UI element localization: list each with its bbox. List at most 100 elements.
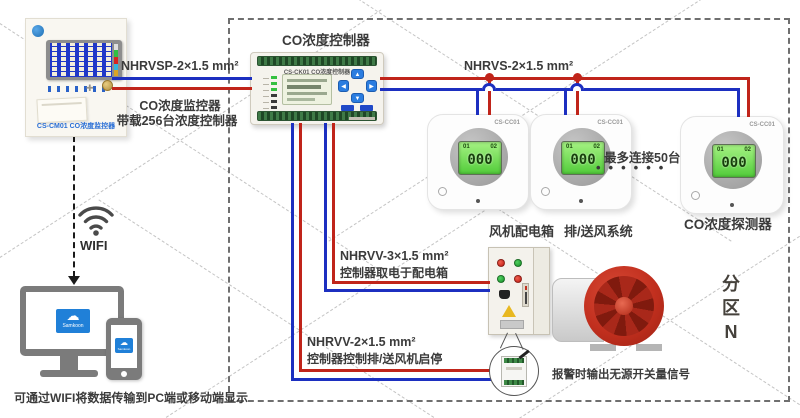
- samkoon-logo-phone: ☁ Samkoon: [115, 338, 133, 353]
- meter-slot: [522, 283, 529, 307]
- function-button-1[interactable]: [341, 105, 354, 111]
- arrow-up-button[interactable]: ▲: [351, 69, 364, 79]
- controller-model-label: CS-CK01 CO浓度控制器: [283, 70, 351, 76]
- sensor-led-icon: [730, 203, 734, 207]
- sensor-addr-right: 02: [744, 147, 751, 153]
- wire-red: [332, 281, 490, 284]
- wire-red: [488, 77, 491, 115]
- co-controller-device: CS-CK01 CO浓度控制器 ▲ ▼ ◀ ▶: [250, 52, 384, 125]
- co-monitor-cabinet: ✚ CS-CM01 CO浓度监控器: [25, 18, 127, 137]
- sensor-lcd: 01 02 000: [458, 141, 502, 175]
- selector-knob-icon[interactable]: [499, 290, 510, 299]
- pc-monitor-stand: [60, 356, 78, 370]
- wire-blue: [324, 289, 490, 292]
- sensor-led-icon: [476, 199, 480, 203]
- pc-caption: 可通过WIFI将数据传输到PC端或移动端显示: [14, 391, 248, 405]
- wire-red: [299, 369, 492, 372]
- wire-blue-hop: [482, 83, 496, 91]
- manufacturer-text: [349, 117, 375, 120]
- function-button-2[interactable]: [360, 105, 373, 111]
- sensor-addr-left: 01: [463, 144, 470, 150]
- sensor-addr-right: 02: [490, 144, 497, 150]
- terminal-strip-top: [257, 56, 377, 66]
- key-lock-icon[interactable]: [102, 80, 113, 91]
- junction-dot: [573, 73, 582, 82]
- cable-desc-nhrvv2: 控制器控制排/送风机启停: [307, 352, 443, 366]
- cabinet-model-label: CS-CM01 CO浓度监控器: [36, 123, 116, 130]
- terminal-strip-bottom: [257, 111, 377, 121]
- relay-antenna-icon: [518, 349, 530, 359]
- sensor-model-label: CS-CC01: [597, 120, 623, 126]
- fan-system-label: 排/送风系统: [564, 224, 633, 239]
- wire-blue: [380, 88, 482, 91]
- wire-blue: [476, 88, 479, 115]
- controller-lcd: [282, 74, 332, 105]
- stop-button-2[interactable]: [514, 275, 522, 283]
- wire-blue: [584, 88, 740, 91]
- sensor-reading: 000: [570, 152, 596, 168]
- cloud-icon: ☁: [120, 338, 128, 347]
- led-run: [271, 76, 277, 79]
- wire-red: [332, 123, 335, 284]
- sensor-logo-icon: [691, 191, 700, 200]
- detector-label: CO浓度探测器: [684, 217, 772, 232]
- cable-label-nhrvs: NHRVS-2×1.5 mm²: [464, 59, 574, 73]
- fan-distribution-box: [488, 247, 550, 335]
- zone-dashed-border: [228, 18, 790, 402]
- sensor-addr-right: 02: [593, 144, 600, 150]
- led-comm: [271, 82, 277, 85]
- wire-blue: [291, 378, 491, 381]
- stop-button[interactable]: [497, 259, 505, 267]
- sensor-bezel: 01 02 000: [704, 131, 762, 189]
- sensor-bezel: 01 02 000: [450, 128, 508, 186]
- start-button[interactable]: [514, 259, 522, 267]
- relay-module: [501, 349, 530, 387]
- pc-monitor-base: [40, 370, 98, 377]
- wire-blue: [291, 123, 294, 381]
- arrow-right-button[interactable]: ▶: [366, 80, 377, 92]
- sensor-logo-icon: [541, 187, 550, 196]
- wire-blue: [737, 88, 740, 117]
- cable-label-nhrvsp: NHRVSP-2×1.5 mm²: [121, 59, 239, 73]
- arrow-left-button[interactable]: ◀: [338, 80, 349, 92]
- co-sensor-3: CS-CC01 01 02 000: [680, 116, 784, 214]
- ellipsis-dots: ••••••: [596, 160, 672, 175]
- alarm-output-note: 报警时输出无源开关量信号: [552, 369, 690, 381]
- wire-red: [299, 123, 302, 372]
- sensor-lcd: 01 02 000: [561, 141, 605, 175]
- max-connect-label: 最多连接50台: [604, 151, 681, 165]
- dashed-connector: [73, 136, 75, 277]
- sensor-logo-icon: [438, 187, 447, 196]
- sensor-model-label: CS-CC01: [494, 120, 520, 126]
- wire-blue: [324, 123, 327, 292]
- led-fault: [271, 94, 277, 97]
- home-button-icon[interactable]: [121, 371, 127, 377]
- wifi-label: WIFI: [80, 238, 108, 253]
- junction-card: [36, 96, 88, 124]
- hmi-screen: [50, 43, 112, 77]
- fan-foot: [590, 344, 616, 351]
- junction-dot: [485, 73, 494, 82]
- start-button-2[interactable]: [497, 275, 505, 283]
- cloud-icon: ☁: [66, 308, 80, 323]
- cable-label-nhrvv3: NHRVV-3×1.5 mm²: [340, 249, 449, 263]
- sensor-addr-left: 01: [717, 147, 724, 153]
- brand-logo-icon: [32, 25, 44, 37]
- pc-monitor-icon: ☁ Samkoon: [20, 286, 124, 356]
- controller-title: CO浓度控制器: [282, 33, 370, 48]
- sensor-bezel: 01 02 000: [553, 128, 611, 186]
- fan-box-label: 风机配电箱: [489, 224, 555, 239]
- wire-red: [576, 77, 579, 115]
- wire-blue-hop: [570, 83, 584, 91]
- warning-triangle-icon: [502, 305, 516, 317]
- fan-foot: [636, 344, 662, 351]
- arrow-down-button[interactable]: ▼: [351, 93, 364, 103]
- fan-hub-icon: [615, 297, 633, 315]
- cable-desc-nhrvv3: 控制器取电于配电箱: [340, 266, 449, 280]
- wire-blue: [112, 77, 252, 80]
- nameplate: [500, 320, 524, 329]
- arrowhead-down-icon: [68, 276, 80, 285]
- monitor-caption-2: 带载256台浓度控制器: [116, 114, 238, 128]
- sensor-reading: 000: [721, 155, 747, 171]
